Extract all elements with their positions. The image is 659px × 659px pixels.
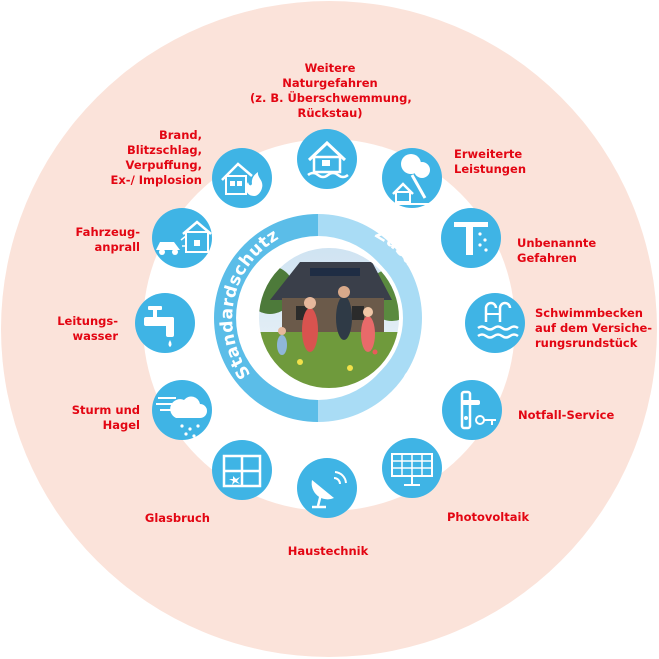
tree-falling-on-house-icon — [382, 148, 442, 208]
satellite-dish-icon — [297, 458, 357, 518]
label-unbenannte-gefahren: Unbenannte Gefahren — [517, 236, 597, 265]
standard-arc — [214, 214, 318, 422]
addon-arc — [318, 214, 422, 422]
label-haustechnik: Haustechnik — [287, 544, 369, 558]
car-crash-house-icon — [152, 208, 212, 268]
storm-hail-icon — [152, 380, 212, 440]
broken-window-icon — [212, 440, 272, 500]
gutter-drip-icon — [441, 208, 501, 268]
label-fahrzeuganprall: Fahrzeug- anprall — [75, 225, 141, 254]
solar-panel-icon — [382, 438, 442, 498]
swimming-pool-icon — [465, 293, 525, 353]
label-notfall-service: Notfall-Service — [518, 408, 615, 422]
label-sturm-hagel: Sturm und Hagel — [71, 403, 140, 432]
label-photovoltaik: Photovoltaik — [447, 510, 530, 524]
label-schwimmbecken: Schwimmbecken auf dem Versiche- rungsrun… — [535, 306, 653, 350]
door-handle-key-icon — [442, 380, 502, 440]
house-flood-icon — [297, 129, 357, 189]
label-brand: Brand, Blitzschlag, Verpuffung, Ex-/ Imp… — [110, 128, 202, 187]
label-glasbruch: Glasbruch — [144, 511, 210, 525]
label-leitungswasser: Leitungs- wasser — [57, 314, 118, 343]
house-fire-icon — [212, 148, 272, 208]
label-weitere-naturgefahren: Weitere Naturgefahren (z. B. Überschwemm… — [250, 61, 412, 120]
label-erweiterte-leistungen: Erweiterte Leistungen — [454, 147, 527, 176]
water-tap-icon — [135, 293, 195, 353]
